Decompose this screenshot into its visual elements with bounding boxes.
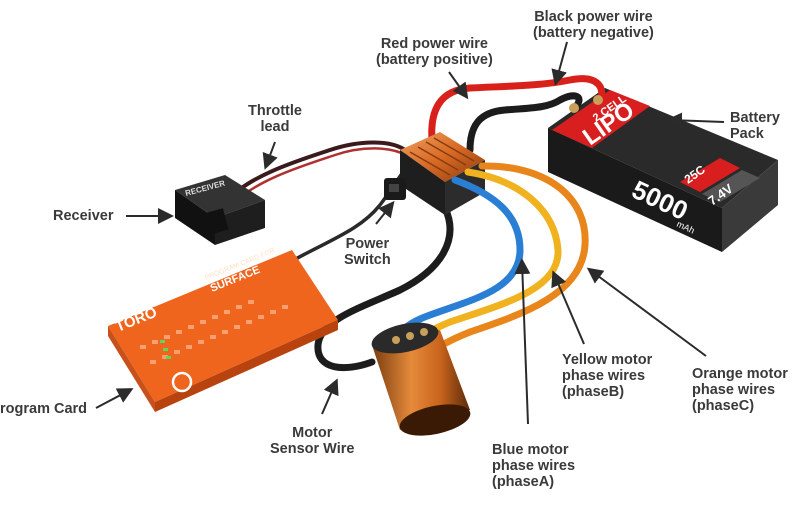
program-card-arrow (95, 388, 134, 409)
blue-phase-arrow (514, 258, 531, 425)
receiver-label: Receiver (53, 208, 114, 224)
red-power-wire (428, 75, 606, 144)
black-power-arrow (551, 41, 568, 86)
battery-pack (548, 88, 778, 252)
program-card (108, 250, 338, 412)
program-card-lead-wire (289, 168, 407, 264)
program-card-label: rogram Card (0, 401, 88, 417)
power-switch-arrow (375, 200, 395, 225)
throttle-arrow (262, 141, 278, 170)
black-power-label: Black power wire(battery negative) (533, 9, 654, 41)
red-power-arrow (448, 71, 469, 100)
motor-sensor-arrow (321, 378, 339, 415)
throttle-lead-wire (226, 140, 407, 202)
receiver-unit (175, 175, 265, 245)
orange-phase-arrow (586, 267, 707, 357)
orange-phase-wire (426, 162, 589, 358)
motor-sensor-wire (314, 204, 454, 372)
battery-pack-arrow (666, 112, 725, 129)
black-power-wire (466, 92, 583, 154)
brushless-motor (371, 322, 471, 436)
power-switch (384, 178, 406, 200)
yellow-phase-arrow (551, 270, 585, 345)
red-power-label: Red power wire(battery positive) (376, 36, 493, 68)
